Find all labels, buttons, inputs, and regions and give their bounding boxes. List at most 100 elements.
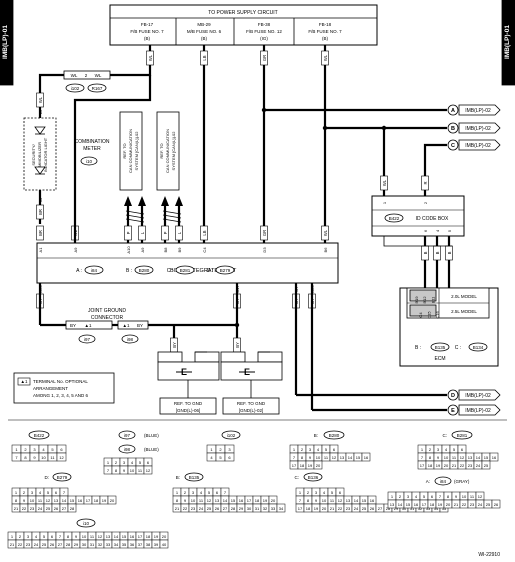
view-i10-pin: 14	[114, 534, 119, 539]
bcu-top-wire-color: WL	[323, 229, 328, 236]
view-i98-pin: 5	[139, 460, 142, 465]
bcu-conn-B280-oval	[134, 265, 154, 275]
view-i97-oval-oval	[118, 430, 136, 440]
bcu-top-pin-number: A9	[73, 247, 78, 253]
view-i98-pin: 6	[147, 460, 150, 465]
view-b136-r3-pin: 32	[418, 506, 423, 511]
view-i10-pin: 34	[114, 542, 119, 547]
view-b279-r3-pin: 22	[22, 506, 27, 511]
view-b281-r3-pin: 19	[436, 463, 441, 468]
view-i84-r2-pin: 15	[406, 502, 411, 507]
twist-mark	[125, 214, 145, 219]
view-b135-r3-pin: 32	[263, 506, 268, 511]
ground-0-ref1: REF. TO GND	[174, 401, 203, 406]
view-b279-r2-cell	[107, 495, 117, 505]
view-b135-r2-pin: 12	[207, 498, 212, 503]
view-b135-oval-oval	[184, 472, 204, 482]
view-b279-r3-cell	[67, 503, 77, 513]
view-b136-r3-pin: 19	[314, 506, 319, 511]
ecm-pin-number: C15	[426, 311, 431, 319]
fuse-name: M/B FUSE NO. 6	[187, 29, 222, 34]
fuse-position: (IG)	[260, 36, 268, 41]
twist-mark	[162, 218, 182, 223]
view-b281-r1-pin: 5	[453, 447, 456, 452]
view-i84-r1-pin: 6	[431, 494, 434, 499]
bcu-top-pin-number: A9	[140, 247, 145, 253]
off-page-E-letter: E	[451, 408, 455, 414]
view-i10-pin: 33	[106, 542, 111, 547]
view-b136-r3-pin: 27	[378, 506, 383, 511]
view-i102-pin: 3	[228, 447, 231, 452]
view-b279-r2-pin: 15	[70, 498, 75, 503]
top-wire-left	[38, 73, 64, 78]
conn-b135-label: B135	[435, 345, 446, 350]
view-b136-r1-pin: 6	[339, 490, 342, 495]
view-b422-pin: 3	[33, 447, 36, 452]
view-b281-r3-pin: 25	[484, 463, 489, 468]
bcu-conn-B281-label: B281	[180, 268, 191, 273]
view-b422-pin: 1	[15, 447, 18, 452]
view-b422-pin: 9	[33, 455, 36, 460]
id-box-bottom-pin-number: 6	[423, 229, 428, 232]
top-connector-pin: 2	[85, 73, 88, 78]
ecm-pin-number: C16	[435, 311, 440, 319]
view-b135-r2-pin: 15	[231, 498, 236, 503]
view-i10-pin: 2	[19, 534, 22, 539]
view-b279-r1-pin: 4	[39, 490, 42, 495]
off-page-D-tag	[458, 389, 501, 401]
view-i84-r1-pin: 8	[447, 494, 450, 499]
fuse1-wire-tag	[146, 50, 154, 66]
off-page-A-circle	[447, 104, 459, 116]
view-i10-pin: 20	[162, 534, 167, 539]
view-i97-oval-label: i97	[124, 433, 131, 438]
view-i84-r2-pin: 19	[438, 502, 443, 507]
ground-1-ref2: [GND(L)-02]	[239, 408, 264, 413]
bcu-a9-wire	[73, 75, 152, 243]
view-b280-r1-pin: 5	[325, 447, 328, 452]
indicator-label-1: SECURITY/	[31, 143, 36, 165]
ecm-model-shade-1	[409, 289, 437, 302]
view-i98-pin: 3	[123, 460, 126, 465]
view-b135-r3-pin: 21	[175, 506, 180, 511]
view-b281-r1-pin: 1	[421, 447, 424, 452]
indicator-label-3: INDICATOR LIGHT	[43, 137, 48, 172]
view-i84-r1-pin: 2	[399, 494, 402, 499]
ground2-wire-color: BY	[235, 342, 240, 348]
ecm-pin-number: B19	[414, 296, 419, 304]
view-i84-r2-pin: 16	[414, 502, 419, 507]
view-b279-r2-pin: 12	[46, 498, 51, 503]
view-i10-pin: 27	[58, 542, 63, 547]
bcu-conn-i84-label: i84	[91, 268, 98, 273]
view-b135-r2-pin: 13	[215, 498, 220, 503]
view-b135-r2-pin: 16	[239, 498, 244, 503]
view-i84-r2-pin: 17	[422, 502, 427, 507]
view-i10-cell	[159, 539, 169, 549]
can-ref-1-line3: SYSTEM [CAN(L)]-02	[171, 131, 176, 171]
view-b135-r3-pin: 33	[271, 506, 276, 511]
view-b136-r3-pin: 29	[394, 506, 399, 511]
view-b136-r3-pin: 28	[386, 506, 391, 511]
ground-0-block	[157, 361, 220, 381]
view-b136-r3-pin: 24	[354, 506, 359, 511]
fuse2-wire-tag	[200, 50, 208, 66]
fuse-id: FB-17	[141, 22, 154, 27]
view-i10-pin: 39	[154, 542, 159, 547]
conn-i102-oval	[65, 83, 85, 93]
view-b136-r3-pin: 23	[346, 506, 351, 511]
fuse-name: F/B FUSE NO. 7	[308, 29, 342, 34]
view-b279-r2-pin: 11	[38, 498, 43, 503]
off-page-E-tag	[458, 404, 501, 416]
view-b135-r3-pin: 29	[239, 506, 244, 511]
bcu-top-wire-color: BR	[38, 230, 43, 236]
view-i10-pin: 24	[34, 542, 39, 547]
view-b135-r2-pin: 18	[255, 498, 260, 503]
id-box-top1-wire-tag	[380, 175, 388, 191]
view-b280-r3-cell	[313, 460, 323, 470]
view-b281-r3-pin: 21	[452, 463, 457, 468]
view-i97-suffix: (BLUE)	[144, 433, 159, 438]
view-b279-r2-pin: 14	[62, 498, 67, 503]
page-tab-right-text: IMB(LP)-01	[504, 25, 511, 59]
view-b136-r3-pin: 34	[434, 506, 439, 511]
view-b280-r2-cell	[361, 452, 371, 462]
view-i10-pin: 5	[43, 534, 46, 539]
